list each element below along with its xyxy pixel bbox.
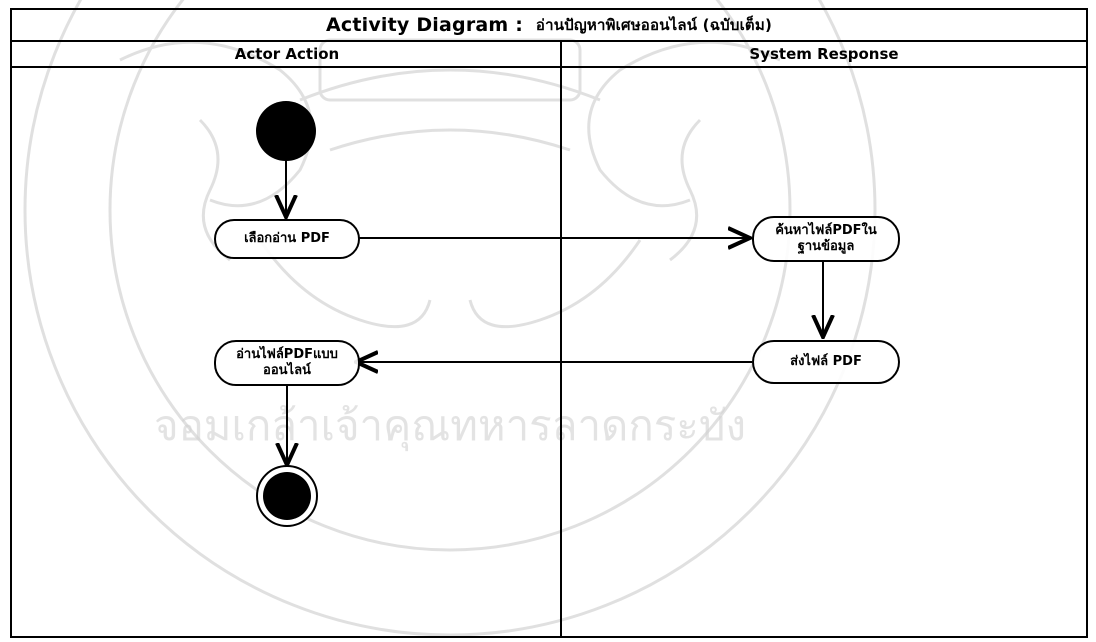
action-send-pdf-label: ส่งไฟล์ PDF	[790, 354, 862, 369]
action-send-pdf: ส่งไฟล์ PDF	[752, 340, 900, 384]
swimlane-actor-header: Actor Action	[12, 42, 562, 68]
action-search-pdf-label-line2: ฐานข้อมูล	[797, 239, 855, 254]
diagram-title-separator: :	[508, 14, 530, 36]
swimlane-system-header: System Response	[562, 42, 1086, 68]
diagram-title: Activity Diagram : อ่านปัญหาพิเศษออนไลน์…	[12, 10, 1086, 42]
diagram-title-english: Activity Diagram	[325, 14, 509, 36]
action-select-read-pdf-label: เลือกอ่าน PDF	[244, 231, 330, 246]
final-node-inner	[263, 472, 311, 520]
activity-diagram-frame: Activity Diagram : อ่านปัญหาพิเศษออนไลน์…	[10, 8, 1088, 638]
action-read-pdf-online-label-line2: ออนไลน์	[263, 363, 311, 378]
action-search-pdf-label-line1: ค้นหาไฟล์PDFใน	[775, 223, 877, 238]
diagram-title-thai: อ่านปัญหาพิเศษออนไลน์ (ฉบับเต็ม)	[535, 16, 773, 34]
action-select-read-pdf: เลือกอ่าน PDF	[214, 219, 360, 259]
action-read-pdf-online: อ่านไฟล์PDFแบบ ออนไลน์	[214, 340, 360, 386]
initial-node	[256, 101, 316, 161]
action-search-pdf-in-database: ค้นหาไฟล์PDFใน ฐานข้อมูล	[752, 216, 900, 262]
action-read-pdf-online-label-line1: อ่านไฟล์PDFแบบ	[236, 347, 338, 362]
swimlane-divider	[560, 42, 562, 636]
